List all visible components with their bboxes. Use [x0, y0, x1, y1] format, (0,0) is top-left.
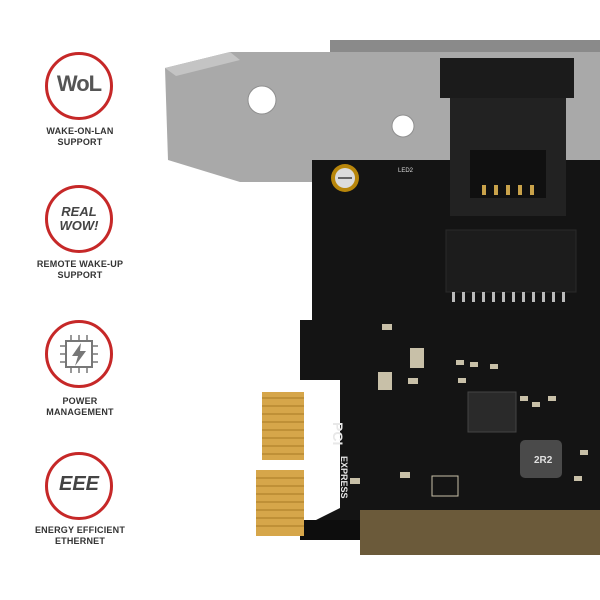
badge-power-management: POWER MANAGEMENT [0, 290, 160, 430]
inductor [520, 440, 562, 478]
controller-ic [467, 391, 517, 433]
pci-logo-text: PCI [330, 422, 346, 445]
badge-label-line2: ETHERNET [54, 536, 106, 546]
magnetics-chip [445, 229, 577, 302]
badge-label-line2: SUPPORT [57, 137, 103, 147]
badge-label-line1: ENERGY EFFICIENT [34, 525, 126, 535]
power-chip-icon [45, 320, 113, 388]
pcie-gold-contacts [256, 392, 304, 536]
rj45-port [440, 58, 574, 216]
badge-label-line1: POWER [62, 396, 98, 406]
badge-label-line1: WAKE-ON-LAN [46, 126, 114, 136]
smd-components [350, 324, 588, 497]
badge-wake-on-lan: WoL WAKE-ON-LAN SUPPORT [0, 0, 160, 150]
express-logo-text: EXPRESS [339, 456, 349, 499]
feature-badges: WoL WAKE-ON-LAN SUPPORT REAL WOW! REMOTE… [0, 0, 160, 600]
realwow-icon: REAL WOW! [45, 185, 113, 253]
eee-icon: EEE [45, 452, 113, 520]
mounting-screw [331, 164, 359, 192]
led-label: LED2 [398, 168, 414, 174]
chip-bolt-icon [60, 335, 98, 373]
badge-label-line2: SUPPORT [57, 270, 103, 280]
badge-remote-wake-up: REAL WOW! REMOTE WAKE-UP SUPPORT [0, 150, 160, 290]
badge-energy-efficient-ethernet: EEE ENERGY EFFICIENT ETHERNET [0, 430, 160, 600]
inductor-label: 2R2 [534, 455, 553, 466]
badge-label-line2: MANAGEMENT [46, 407, 114, 417]
wol-icon: WoL [45, 52, 113, 120]
badge-label-line1: REMOTE WAKE-UP [36, 259, 124, 269]
